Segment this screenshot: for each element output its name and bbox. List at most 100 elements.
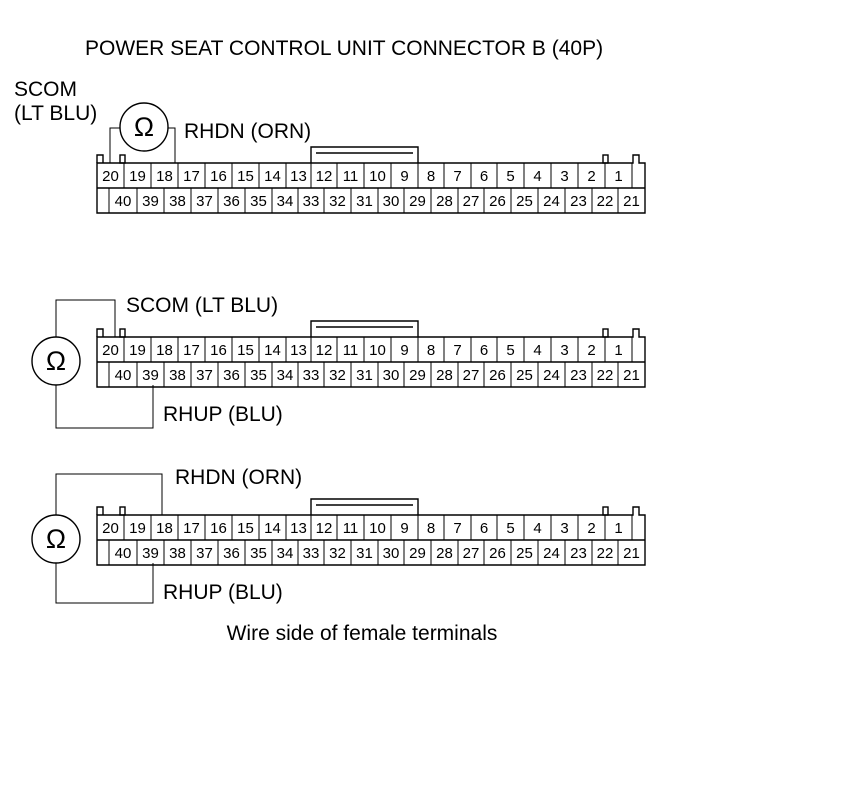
pin-22: 22 bbox=[597, 367, 614, 384]
pin-29: 29 bbox=[409, 545, 426, 562]
pin-30: 30 bbox=[383, 193, 400, 210]
pin-6: 6 bbox=[480, 342, 488, 359]
pin-5: 5 bbox=[506, 342, 514, 359]
pin-21: 21 bbox=[623, 367, 640, 384]
pin-26: 26 bbox=[489, 193, 506, 210]
pin-19: 19 bbox=[129, 342, 146, 359]
pin-9: 9 bbox=[400, 168, 408, 185]
test3-label-rhup: RHUP (BLU) bbox=[163, 581, 283, 604]
pin-34: 34 bbox=[277, 545, 294, 562]
pin-21: 21 bbox=[623, 545, 640, 562]
pin-15: 15 bbox=[237, 520, 254, 537]
pin-18: 18 bbox=[156, 342, 173, 359]
pin-7: 7 bbox=[453, 168, 461, 185]
pin-37: 37 bbox=[196, 193, 213, 210]
pin-12: 12 bbox=[316, 168, 333, 185]
pin-18: 18 bbox=[156, 168, 173, 185]
pin-3: 3 bbox=[560, 520, 568, 537]
pin-17: 17 bbox=[183, 520, 200, 537]
ohmmeter-icon: Ω bbox=[46, 524, 66, 554]
pin-31: 31 bbox=[356, 193, 373, 210]
pin-20: 20 bbox=[102, 168, 119, 185]
pin-18: 18 bbox=[156, 520, 173, 537]
pin-25: 25 bbox=[516, 545, 533, 562]
pin-22: 22 bbox=[597, 193, 614, 210]
pin-9: 9 bbox=[400, 342, 408, 359]
test1-label-rhdn: RHDN (ORN) bbox=[184, 120, 311, 143]
diagram-title: POWER SEAT CONTROL UNIT CONNECTOR B (40P… bbox=[85, 37, 603, 60]
pin-30: 30 bbox=[383, 545, 400, 562]
test2-label-rhup: RHUP (BLU) bbox=[163, 403, 283, 426]
pin-32: 32 bbox=[329, 193, 346, 210]
pin-40: 40 bbox=[115, 545, 132, 562]
test3-label-rhdn: RHDN (ORN) bbox=[175, 466, 302, 489]
test1-probe-wiring: Ω bbox=[109, 102, 176, 163]
pin-4: 4 bbox=[533, 520, 541, 537]
test1-label-scom-color: (LT BLU) bbox=[14, 102, 97, 125]
pin-17: 17 bbox=[183, 168, 200, 185]
pin-1: 1 bbox=[614, 342, 622, 359]
pin-6: 6 bbox=[480, 168, 488, 185]
pin-14: 14 bbox=[264, 342, 281, 359]
test1-label-scom: SCOM bbox=[14, 78, 77, 101]
pin-10: 10 bbox=[369, 520, 386, 537]
pin-24: 24 bbox=[543, 193, 560, 210]
pin-11: 11 bbox=[343, 342, 359, 359]
pin-13: 13 bbox=[290, 342, 307, 359]
pin-5: 5 bbox=[506, 168, 514, 185]
pin-31: 31 bbox=[356, 545, 373, 562]
pin-38: 38 bbox=[169, 367, 186, 384]
pin-8: 8 bbox=[427, 520, 435, 537]
pin-8: 8 bbox=[427, 342, 435, 359]
pin-12: 12 bbox=[316, 520, 333, 537]
pin-12: 12 bbox=[316, 342, 333, 359]
pin-21: 21 bbox=[623, 193, 640, 210]
pin-40: 40 bbox=[115, 193, 132, 210]
pin-26: 26 bbox=[489, 545, 506, 562]
pin-13: 13 bbox=[290, 520, 307, 537]
pin-16: 16 bbox=[210, 342, 227, 359]
pin-9: 9 bbox=[400, 520, 408, 537]
pin-38: 38 bbox=[169, 545, 186, 562]
pin-13: 13 bbox=[290, 168, 307, 185]
pin-2: 2 bbox=[587, 342, 595, 359]
pin-11: 11 bbox=[343, 168, 359, 185]
pin-14: 14 bbox=[264, 168, 281, 185]
pin-28: 28 bbox=[436, 193, 453, 210]
pin-25: 25 bbox=[516, 367, 533, 384]
pin-33: 33 bbox=[303, 193, 320, 210]
pin-19: 19 bbox=[129, 520, 146, 537]
pin-24: 24 bbox=[543, 545, 560, 562]
pin-23: 23 bbox=[570, 367, 587, 384]
pin-19: 19 bbox=[129, 168, 146, 185]
pin-10: 10 bbox=[369, 342, 386, 359]
pin-32: 32 bbox=[329, 545, 346, 562]
pin-22: 22 bbox=[597, 545, 614, 562]
pin-20: 20 bbox=[102, 342, 119, 359]
pin-7: 7 bbox=[453, 342, 461, 359]
pin-20: 20 bbox=[102, 520, 119, 537]
pin-2: 2 bbox=[587, 168, 595, 185]
pin-40: 40 bbox=[115, 367, 132, 384]
caption: Wire side of female terminals bbox=[227, 622, 498, 645]
pin-5: 5 bbox=[506, 520, 514, 537]
pin-15: 15 bbox=[237, 168, 254, 185]
pin-30: 30 bbox=[383, 367, 400, 384]
pin-34: 34 bbox=[277, 367, 294, 384]
pin-26: 26 bbox=[489, 367, 506, 384]
pin-27: 27 bbox=[463, 193, 480, 210]
pin-15: 15 bbox=[237, 342, 254, 359]
pin-39: 39 bbox=[142, 367, 159, 384]
pin-33: 33 bbox=[303, 545, 320, 562]
pin-4: 4 bbox=[533, 342, 541, 359]
pin-39: 39 bbox=[142, 193, 159, 210]
pin-1: 1 bbox=[614, 520, 622, 537]
pin-1: 1 bbox=[614, 168, 622, 185]
test3-probe-wiring: Ω bbox=[31, 473, 163, 604]
pin-33: 33 bbox=[303, 367, 320, 384]
